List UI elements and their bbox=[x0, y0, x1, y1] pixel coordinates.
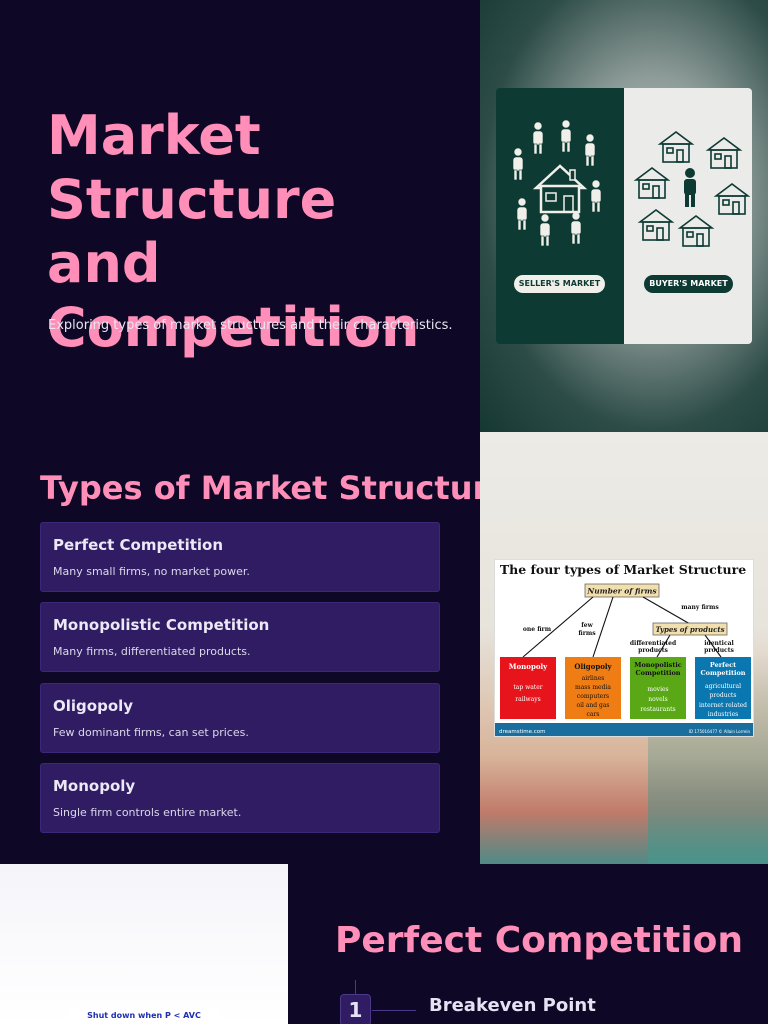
types-text-panel: Types of Market Structures Perfect Compe… bbox=[0, 432, 529, 864]
box-item: products bbox=[710, 692, 737, 699]
perfect-competition-box bbox=[695, 657, 751, 719]
diagram-footer-id: ID 175016477 © Allain Lorrein bbox=[689, 729, 751, 734]
box-item: tap water bbox=[513, 684, 542, 691]
market-structure-tree-diagram: The four types of Market Structure Numbe… bbox=[495, 562, 753, 736]
many-firms-label: many firms bbox=[681, 604, 719, 611]
diagram-title: The four types of Market Structure bbox=[500, 562, 746, 577]
timeline-connector bbox=[355, 980, 356, 1000]
box-title: Monopoly bbox=[509, 662, 548, 671]
structure-card-monopolistic-competition: Monopolistic Competition Many firms, dif… bbox=[40, 602, 440, 672]
oligopoly-box bbox=[565, 657, 621, 719]
timeline-step-label: Breakeven Point bbox=[429, 995, 596, 1016]
box-title: Competition bbox=[635, 669, 680, 677]
timeline-connector bbox=[372, 1010, 416, 1011]
box-item: airlines bbox=[582, 675, 605, 682]
four-market-structures-diagram: The four types of Market Structure Numbe… bbox=[494, 559, 754, 737]
structure-card-monopoly: Monopoly Single firm controls entire mar… bbox=[40, 763, 440, 833]
few-firms-label-1: few bbox=[581, 622, 593, 629]
differentiated-label-2: products bbox=[638, 647, 668, 654]
types-of-products-label: Types of products bbox=[655, 625, 724, 634]
sellers-buyers-market-image: SELLER'S MARKET BUYER'S bbox=[496, 88, 752, 344]
slide-title: Market Structure and Competition bbox=[47, 104, 420, 359]
box-title: Perfect bbox=[710, 661, 736, 669]
buyers-market-panel: BUYER'S MARKET bbox=[624, 88, 752, 344]
box-item: agricultural bbox=[705, 683, 741, 690]
box-item: industries bbox=[708, 711, 738, 718]
structure-name: Perfect Competition bbox=[53, 536, 224, 554]
box-title: Competition bbox=[700, 669, 745, 677]
monopoly-box bbox=[500, 657, 556, 719]
person-around-houses-icon bbox=[633, 131, 751, 247]
slide-subtitle: Exploring types of market structures and… bbox=[48, 318, 453, 333]
structure-name: Monopoly bbox=[53, 777, 136, 795]
crowd-around-house-icon bbox=[512, 119, 602, 247]
structure-description: Many firms, differentiated products. bbox=[53, 645, 251, 658]
structure-description: Many small firms, no market power. bbox=[53, 565, 250, 578]
identical-label-1: identical bbox=[704, 640, 734, 647]
timeline-step-number: 1 bbox=[340, 994, 371, 1024]
box-item: mass media bbox=[575, 684, 611, 691]
structure-card-oligopoly: Oligopoly Few dominant firms, can set pr… bbox=[40, 683, 440, 753]
intro-text-panel: Market Structure and Competition Explori… bbox=[0, 0, 480, 432]
slide-intro: Market Structure and Competition Explori… bbox=[0, 0, 768, 432]
identical-label-2: products bbox=[704, 647, 734, 654]
box-title: Oligopoly bbox=[574, 662, 612, 671]
box-item: railways bbox=[515, 696, 540, 703]
sellers-market-panel: SELLER'S MARKET bbox=[496, 88, 624, 344]
one-firm-label: one firm bbox=[523, 626, 552, 633]
shutdown-rule-label: Shut down when P < AVC bbox=[67, 1009, 221, 1024]
number-of-firms-label: Number of firms bbox=[586, 587, 657, 596]
box-item: movies bbox=[647, 686, 668, 693]
structure-description: Single firm controls entire market. bbox=[53, 806, 242, 819]
structure-card-perfect-competition: Perfect Competition Many small firms, no… bbox=[40, 522, 440, 592]
box-item: oil and gas bbox=[576, 702, 609, 709]
box-item: cars bbox=[587, 711, 600, 718]
structure-description: Few dominant firms, can set prices. bbox=[53, 726, 249, 739]
slide-title: Perfect Competition bbox=[335, 920, 744, 961]
box-item: computers bbox=[577, 693, 609, 700]
differentiated-label-1: differentiated bbox=[630, 640, 677, 647]
sellers-market-label: SELLER'S MARKET bbox=[514, 275, 605, 293]
slide-title: Types of Market Structures bbox=[40, 469, 529, 507]
box-item: internet related bbox=[699, 702, 747, 709]
slide-types: Types of Market Structures Perfect Compe… bbox=[0, 432, 768, 864]
box-item: restaurants bbox=[640, 706, 675, 713]
buyers-market-label: BUYER'S MARKET bbox=[644, 275, 733, 293]
structure-name: Oligopoly bbox=[53, 697, 134, 715]
structure-name: Monopolistic Competition bbox=[53, 616, 270, 634]
box-item: novels bbox=[648, 696, 667, 703]
box-title: Monopolistic bbox=[634, 661, 682, 669]
cost-curve-image: Shut down when P < AVC bbox=[0, 864, 288, 1024]
monopolistic-competition-box bbox=[630, 657, 686, 719]
diagram-footer-source: dreamstime.com bbox=[499, 729, 546, 735]
slide-perfect-competition: Shut down when P < AVC Perfect Competiti… bbox=[0, 864, 768, 1024]
few-firms-label-2: firms bbox=[578, 630, 596, 637]
